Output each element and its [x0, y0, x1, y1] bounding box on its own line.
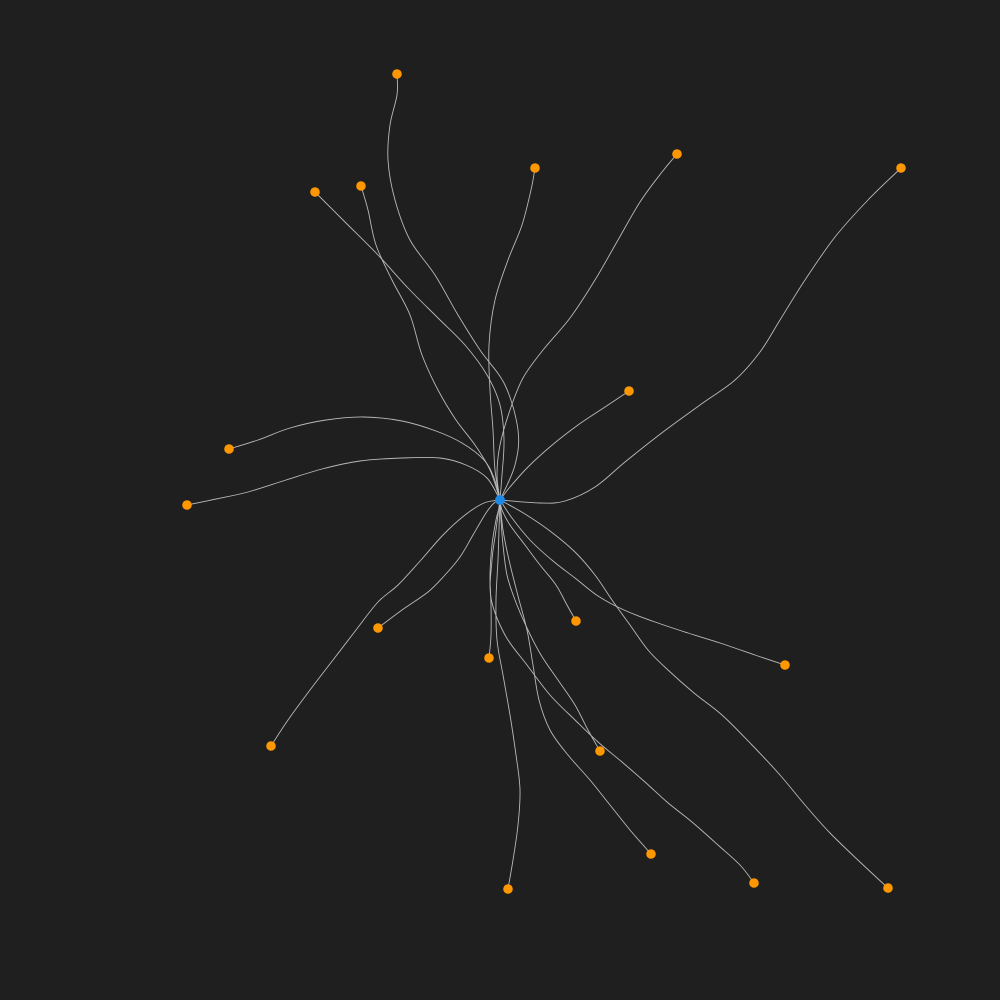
- node-leaf-7[interactable]: [624, 386, 634, 396]
- node-leaf-11[interactable]: [373, 623, 383, 633]
- node-leaf-10[interactable]: [266, 741, 276, 751]
- node-leaf-4[interactable]: [896, 163, 906, 173]
- node-leaf-16[interactable]: [646, 849, 656, 859]
- node-root[interactable]: [495, 495, 505, 505]
- edge-leaf-17: [489, 499, 755, 884]
- node-leaf-19[interactable]: [780, 660, 790, 670]
- node-leaf-18[interactable]: [883, 883, 893, 893]
- edge-leaf-10: [270, 499, 501, 747]
- edge-leaf-15: [499, 499, 601, 752]
- node-leaf-9[interactable]: [182, 500, 192, 510]
- node-leaf-2[interactable]: [530, 163, 540, 173]
- node-leaf-5[interactable]: [310, 187, 320, 197]
- node-leaf-14[interactable]: [571, 616, 581, 626]
- edge-leaf-19: [499, 499, 786, 666]
- edge-leaf-13: [495, 499, 521, 890]
- node-leaf-17[interactable]: [749, 878, 759, 888]
- edge-leaf-6: [360, 185, 501, 501]
- edge-leaf-3: [496, 153, 678, 501]
- edge-leaf-14: [499, 499, 577, 622]
- edge-leaf-2: [488, 167, 536, 501]
- edge-leaf-8: [228, 416, 501, 501]
- node-leaf-13[interactable]: [503, 884, 513, 894]
- edge-leaf-16: [499, 499, 652, 855]
- node-leaf-12[interactable]: [484, 653, 494, 663]
- edge-leaf-1: [387, 73, 520, 501]
- node-leaf-8[interactable]: [224, 444, 234, 454]
- node-leaf-15[interactable]: [595, 746, 605, 756]
- edge-leaf-18: [499, 499, 889, 889]
- edge-leaf-9: [186, 456, 501, 506]
- edge-leaf-11: [377, 499, 501, 629]
- node-leaf-6[interactable]: [356, 181, 366, 191]
- node-layer: [182, 69, 906, 894]
- edge-leaf-4: [499, 167, 902, 504]
- node-leaf-1[interactable]: [392, 69, 402, 79]
- node-leaf-3[interactable]: [672, 149, 682, 159]
- edge-leaf-5: [314, 191, 505, 501]
- edge-leaf-7: [499, 390, 630, 501]
- edge-layer: [186, 73, 902, 890]
